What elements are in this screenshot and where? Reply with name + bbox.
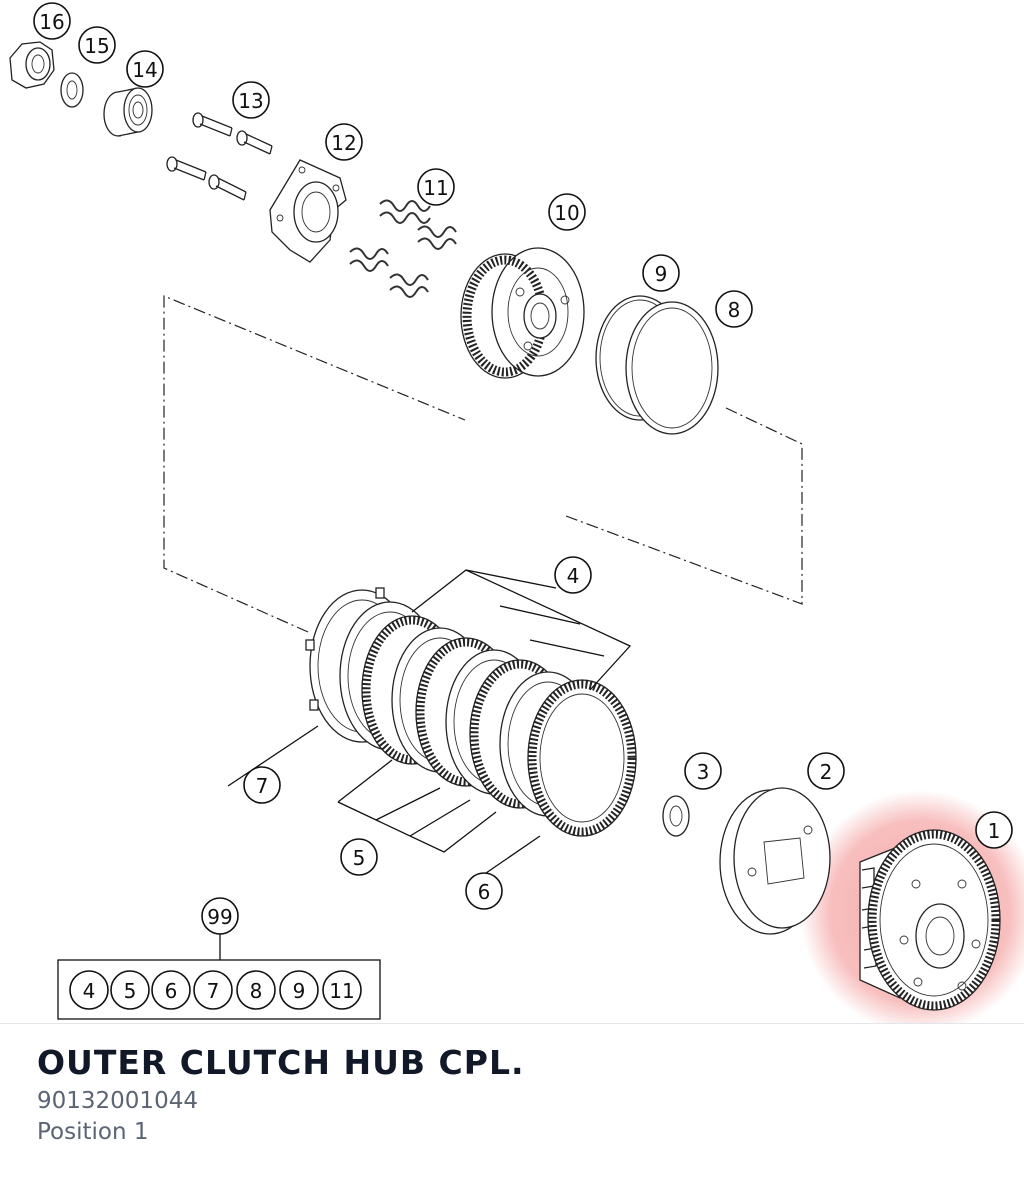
svg-text:15: 15	[84, 34, 109, 58]
part-1-outer-clutch-hub[interactable]	[859, 829, 1001, 1011]
svg-text:14: 14	[132, 58, 157, 82]
svg-text:9: 9	[293, 979, 306, 1003]
kit-member-5[interactable]: 5	[110, 970, 150, 1010]
callout-6[interactable]: 6	[465, 872, 503, 910]
kit-member-9[interactable]: 9	[279, 970, 319, 1010]
callout-13[interactable]: 13	[232, 81, 270, 119]
svg-text:12: 12	[331, 131, 356, 155]
kit-member-11[interactable]: 11	[322, 970, 362, 1010]
svg-text:4: 4	[567, 564, 580, 588]
callout-4[interactable]: 4	[554, 556, 592, 594]
part-12-pressure-cap[interactable]	[269, 159, 347, 263]
group-bracket-lines	[337, 569, 632, 853]
callout-99[interactable]: 99	[201, 897, 239, 935]
part-3-thrust-washer[interactable]	[662, 795, 690, 837]
svg-text:7: 7	[256, 774, 269, 798]
kit-member-6[interactable]: 6	[151, 970, 191, 1010]
assembly-dashed-lines	[163, 295, 803, 633]
svg-text:5: 5	[124, 979, 137, 1003]
svg-text:7: 7	[207, 979, 220, 1003]
kit-member-4[interactable]: 4	[69, 970, 109, 1010]
svg-text:5: 5	[353, 846, 366, 870]
callout-12[interactable]: 12	[325, 123, 363, 161]
callout-5[interactable]: 5	[340, 838, 378, 876]
svg-text:6: 6	[165, 979, 178, 1003]
svg-text:16: 16	[39, 10, 64, 34]
part-position: Position 1	[37, 1119, 149, 1145]
callout-10[interactable]: 10	[548, 193, 586, 231]
svg-text:13: 13	[238, 89, 263, 113]
part-info-panel: OUTER CLUTCH HUB CPL. 90132001044 Positi…	[37, 1040, 1004, 1148]
callout-2[interactable]: 2	[807, 752, 845, 790]
svg-text:9: 9	[655, 262, 668, 286]
part-13-bolts[interactable]	[166, 112, 273, 201]
part-16-nut[interactable]	[9, 41, 55, 89]
part-title: OUTER CLUTCH HUB CPL.	[37, 1043, 525, 1082]
callout-14[interactable]: 14	[126, 50, 164, 88]
callout-8[interactable]: 8	[715, 290, 753, 328]
svg-text:11: 11	[329, 979, 354, 1003]
callout-3[interactable]: 3	[684, 752, 722, 790]
callout-7[interactable]: 7	[243, 766, 281, 804]
part-14-bearing[interactable]	[103, 87, 153, 137]
callout-16[interactable]: 16	[33, 2, 71, 40]
callout-11[interactable]: 11	[417, 168, 455, 206]
divider	[0, 1023, 1024, 1024]
exploded-clutch-diagram: 16 15 14 13 12 11 10 9 8 4 7 5 6 3 2 1 9…	[9, 2, 1024, 1024]
svg-text:4: 4	[83, 979, 96, 1003]
svg-text:8: 8	[250, 979, 263, 1003]
part-10-inner-hub[interactable]	[460, 247, 585, 379]
svg-text:8: 8	[728, 298, 741, 322]
kit-member-7[interactable]: 7	[193, 970, 233, 1010]
callout-9[interactable]: 9	[642, 254, 680, 292]
svg-text:10: 10	[554, 201, 579, 225]
part-4-5-6-clutch-discs[interactable]	[361, 615, 637, 837]
callout-15[interactable]: 15	[78, 26, 116, 64]
part-15-washer[interactable]	[60, 72, 84, 108]
kit-member-8[interactable]: 8	[236, 970, 276, 1010]
part-11-springs[interactable]	[349, 199, 457, 298]
svg-text:6: 6	[478, 880, 491, 904]
part-number: 90132001044	[37, 1088, 198, 1114]
svg-text:11: 11	[423, 176, 448, 200]
callout-1[interactable]: 1	[975, 811, 1013, 849]
svg-text:3: 3	[697, 760, 710, 784]
svg-text:2: 2	[820, 760, 833, 784]
svg-text:1: 1	[988, 819, 1001, 843]
svg-text:99: 99	[207, 905, 232, 929]
part-8-ring[interactable]	[625, 301, 719, 435]
part-2-plate[interactable]	[719, 787, 831, 935]
